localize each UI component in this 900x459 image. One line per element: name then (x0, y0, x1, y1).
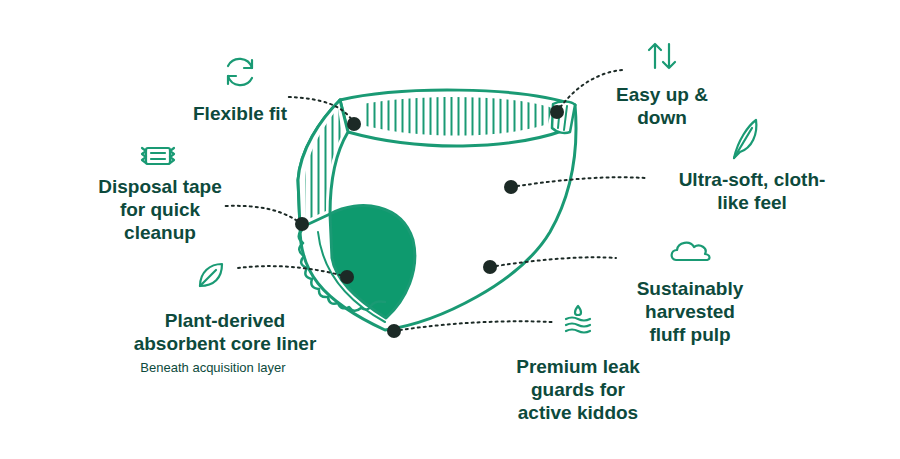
feature-label: Disposal tape for quick cleanup (90, 175, 230, 244)
feature-label: Premium leak guards for active kiddos (503, 355, 653, 424)
feature-label: Plant-derived absorbent core liner (125, 309, 325, 355)
feature-label: Ultra-soft, cloth-like feel (667, 168, 837, 214)
feature-label: Sustainably harvested fluff pulp (625, 277, 755, 346)
feature-label: Flexible fit (160, 102, 320, 125)
note-text: Beneath acquisition layer (113, 360, 313, 376)
feature-label: Easy up & down (607, 83, 717, 129)
